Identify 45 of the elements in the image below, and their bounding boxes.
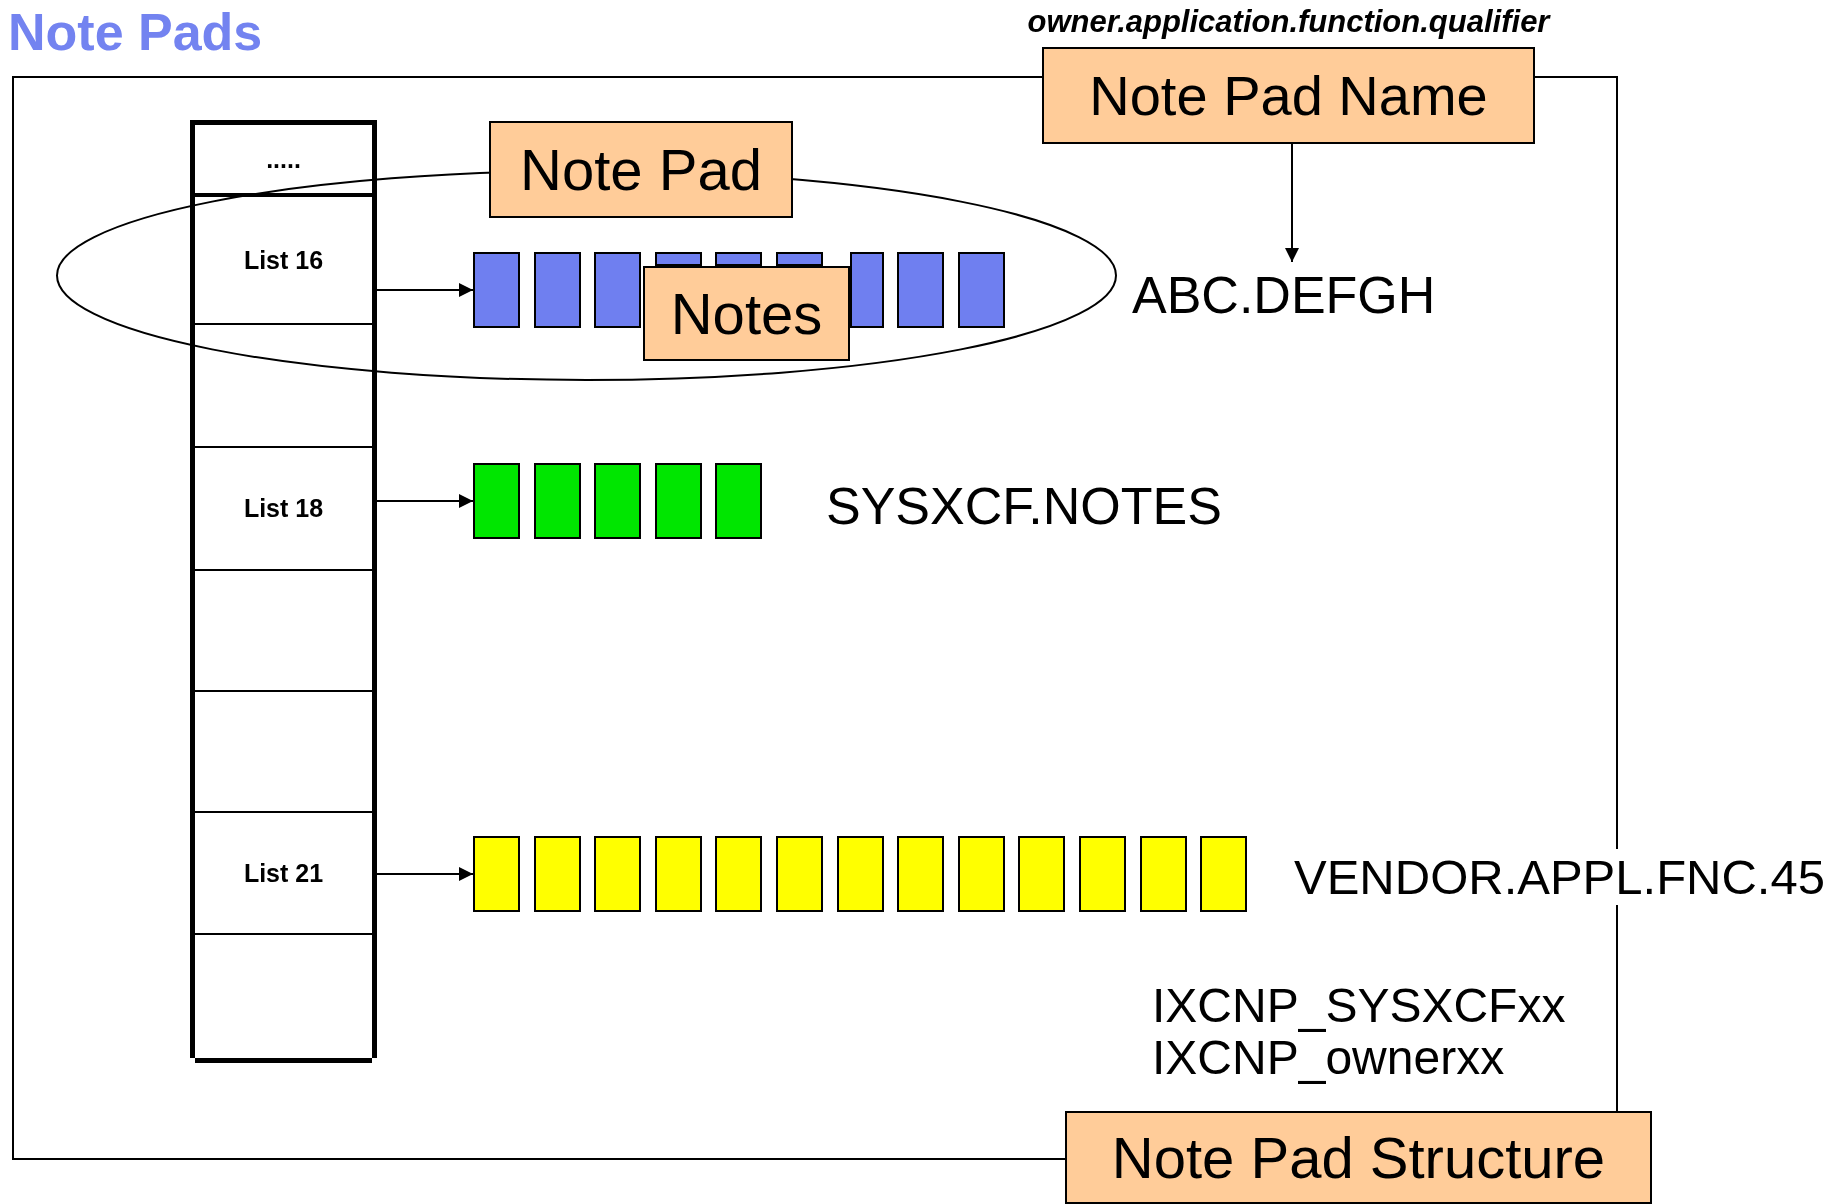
list-entry-cell: List 16 bbox=[195, 197, 372, 325]
title: Note Pads bbox=[8, 2, 263, 62]
note-square bbox=[533, 463, 581, 539]
arrow bbox=[376, 867, 474, 881]
arrow bbox=[376, 283, 474, 297]
note-square bbox=[654, 836, 702, 912]
note-pad-name-text: ABC.DEFGH bbox=[1132, 262, 1452, 328]
note-square bbox=[594, 252, 642, 328]
name-tag: Note Pad Structure bbox=[1065, 1111, 1652, 1204]
note-square bbox=[957, 836, 1005, 912]
note-square bbox=[473, 252, 520, 328]
note-square bbox=[533, 836, 581, 912]
format-note: owner.application.function.qualifier bbox=[1027, 4, 1550, 40]
note-square bbox=[473, 836, 520, 912]
name-tag: Notes bbox=[643, 266, 850, 361]
note-square bbox=[473, 463, 520, 539]
note-square bbox=[1139, 836, 1187, 912]
structure-name-text: IXCNP_ownerxx bbox=[1152, 1031, 1505, 1085]
note-square bbox=[836, 836, 884, 912]
note-square bbox=[1079, 836, 1126, 912]
note-square bbox=[594, 836, 642, 912]
arrow bbox=[1285, 143, 1299, 263]
note-square bbox=[715, 463, 763, 539]
note-square bbox=[957, 252, 1005, 328]
list-entry-cell: List 18 bbox=[195, 448, 372, 571]
note-pad-name-text: SYSXCF.NOTES bbox=[826, 476, 1222, 536]
name-tag: Note Pad Name bbox=[1042, 47, 1535, 144]
note-square bbox=[594, 463, 642, 539]
note-square bbox=[1200, 836, 1248, 912]
note-square bbox=[850, 252, 884, 328]
list-entry-cell: List 21 bbox=[195, 813, 372, 935]
note-square bbox=[533, 252, 581, 328]
arrow bbox=[376, 494, 474, 508]
note-square bbox=[897, 836, 945, 912]
note-square bbox=[654, 463, 702, 539]
note-square bbox=[897, 252, 945, 328]
structure-name-text: IXCNP_SYSXCFxx bbox=[1152, 978, 1566, 1033]
name-tag: Note Pad bbox=[489, 121, 793, 218]
note-square bbox=[1018, 836, 1066, 912]
note-square bbox=[715, 252, 763, 266]
list-entry-cell: ..... bbox=[195, 125, 372, 197]
note-square bbox=[776, 252, 823, 266]
note-square bbox=[654, 252, 702, 266]
note-square bbox=[776, 836, 823, 912]
note-square bbox=[715, 836, 763, 912]
